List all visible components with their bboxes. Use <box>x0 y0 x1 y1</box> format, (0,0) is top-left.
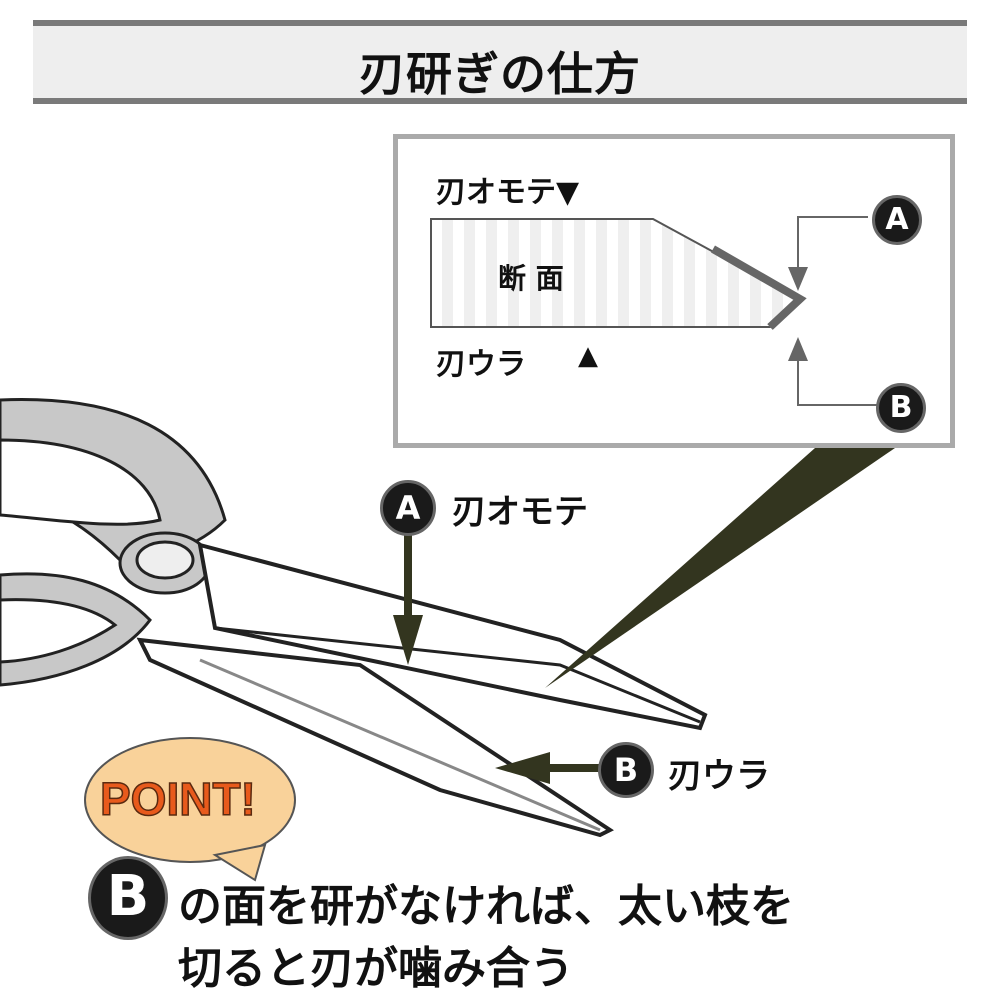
title-band: 刃研ぎの仕方 <box>33 20 967 104</box>
callout-a-label: 刃オモテ <box>452 492 588 532</box>
blade-back-label: 刃ウラ <box>436 347 526 382</box>
blade-cross-section <box>430 216 878 406</box>
marker-b: B <box>876 383 926 433</box>
point-text-line-2: 切ると刃が噛み合う <box>178 943 574 994</box>
cross-section-label: 断 面 <box>498 262 564 295</box>
callout-b-label: 刃ウラ <box>668 756 770 796</box>
callout-a-marker: A <box>380 480 436 536</box>
marker-a: A <box>872 195 922 245</box>
point-badge: POINT! <box>99 772 256 826</box>
callout-b-marker: B <box>598 742 654 798</box>
blade-front-label: 刃オモテ▼ <box>436 175 580 210</box>
cross-section-inset: 刃オモテ▼ 断 面 刃ウラ ▲ A B <box>393 134 955 448</box>
point-text-line-1: の面を研がなければ、太い枝を <box>178 881 794 932</box>
page-title: 刃研ぎの仕方 <box>359 47 641 101</box>
point-marker-b: B <box>88 856 168 940</box>
up-triangle-icon: ▲ <box>578 341 598 371</box>
